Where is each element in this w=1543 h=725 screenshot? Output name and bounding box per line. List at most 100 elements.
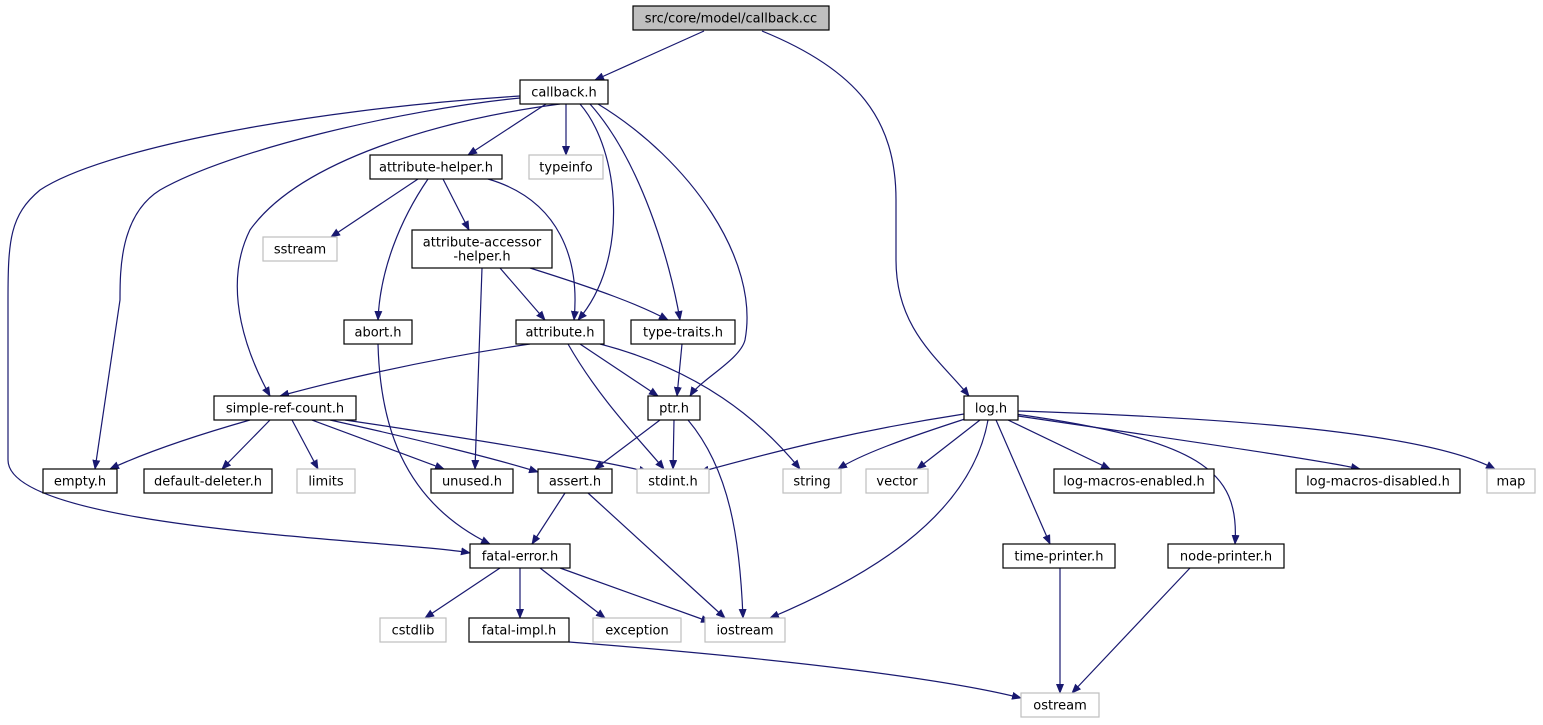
node-map: map bbox=[1486, 468, 1536, 494]
node-label: unused.h bbox=[442, 475, 502, 490]
node-label: log-macros-enabled.h bbox=[1063, 475, 1204, 490]
node-empty-h[interactable]: empty.h bbox=[42, 468, 118, 494]
node-fatal-error[interactable]: fatal-error.h bbox=[469, 543, 571, 569]
edge-attribute_h-to-simple_ref bbox=[279, 343, 531, 398]
edge-attribute_helper-to-attr_accessor bbox=[442, 178, 470, 231]
node-unused-h[interactable]: unused.h bbox=[430, 468, 514, 494]
edge-log_h-to-node_printer bbox=[1014, 413, 1240, 545]
node-box bbox=[782, 468, 842, 494]
edge-assert_h-to-fatal_error bbox=[531, 492, 566, 545]
node-box bbox=[647, 395, 701, 421]
node-simple-ref[interactable]: simple-ref-count.h bbox=[213, 395, 357, 421]
node-label: log.h bbox=[975, 402, 1007, 417]
edge-fatal_error-to-iostream bbox=[559, 567, 711, 623]
node-callback-cc[interactable]: src/core/model/callback.cc bbox=[632, 5, 830, 31]
node-box bbox=[528, 154, 604, 180]
edge-attribute_helper-to-abort_h bbox=[374, 178, 429, 321]
node-label: attribute-accessor bbox=[423, 236, 542, 251]
node-box bbox=[592, 617, 682, 643]
edge-simple_ref-to-limits bbox=[291, 419, 319, 470]
node-type-traits[interactable]: type-traits.h bbox=[630, 319, 736, 345]
node-cstdlib: cstdlib bbox=[379, 617, 447, 643]
node-attr-accessor[interactable]: attribute-accessor-helper.h bbox=[411, 229, 553, 269]
edge-attribute_helper-to-sstream bbox=[330, 178, 419, 238]
edge-callback_h-to-attribute_helper bbox=[467, 103, 547, 156]
edge-attribute_h-to-stdint_h bbox=[567, 343, 665, 470]
edge-attr_accessor-to-attribute_h bbox=[499, 267, 546, 321]
edge-simple_ref-to-assert_h bbox=[329, 419, 539, 474]
node-node-printer[interactable]: node-printer.h bbox=[1167, 543, 1285, 569]
node-box bbox=[379, 617, 447, 643]
node-label: time-printer.h bbox=[1014, 550, 1103, 565]
node-default-deleter[interactable]: default-deleter.h bbox=[143, 468, 273, 494]
node-label: type-traits.h bbox=[643, 326, 723, 341]
node-callback-h[interactable]: callback.h bbox=[519, 79, 609, 105]
node-time-printer[interactable]: time-printer.h bbox=[1002, 543, 1116, 569]
node-label: map bbox=[1497, 475, 1526, 490]
node-box bbox=[632, 5, 830, 31]
node-label: default-deleter.h bbox=[154, 475, 262, 490]
node-label: callback.h bbox=[531, 86, 597, 101]
edge-log_h-to-vector bbox=[916, 419, 981, 470]
edge-attr_accessor-to-type_traits bbox=[529, 267, 669, 321]
node-box bbox=[262, 236, 338, 262]
node-log-disabled[interactable]: log-macros-disabled.h bbox=[1295, 468, 1461, 494]
node-box bbox=[1020, 692, 1100, 718]
node-box bbox=[1486, 468, 1536, 494]
node-attribute-helper[interactable]: attribute-helper.h bbox=[369, 154, 503, 180]
edge-callback_cc-to-log_h bbox=[761, 30, 970, 397]
node-box bbox=[143, 468, 273, 494]
edge-log_h-to-stdint_h bbox=[699, 413, 965, 474]
node-log-enabled[interactable]: log-macros-enabled.h bbox=[1053, 468, 1215, 494]
node-label: -helper.h bbox=[453, 250, 510, 265]
node-log-h[interactable]: log.h bbox=[963, 395, 1019, 421]
edge-type_traits-to-ptr_h bbox=[673, 343, 683, 397]
edge-callback_h-to-attribute_h bbox=[577, 103, 615, 321]
edge-callback_h-to-simple_ref bbox=[236, 103, 561, 397]
node-label: abort.h bbox=[355, 326, 402, 341]
node-label: empty.h bbox=[54, 475, 106, 490]
edge-callback_h-to-type_traits bbox=[589, 103, 683, 321]
node-vector: vector bbox=[865, 468, 929, 494]
node-box bbox=[213, 395, 357, 421]
node-attribute-h[interactable]: attribute.h bbox=[515, 319, 605, 345]
edge-fatal_impl-to-ostream bbox=[568, 641, 1022, 700]
node-label: stdint.h bbox=[648, 475, 697, 490]
edge-attribute_h-to-ptr_h bbox=[579, 343, 659, 397]
node-ptr-h[interactable]: ptr.h bbox=[647, 395, 701, 421]
node-iostream: iostream bbox=[704, 617, 786, 643]
edge-log_h-to-log_disabled bbox=[1017, 415, 1361, 471]
edge-abort_h-to-fatal_error bbox=[377, 343, 491, 545]
node-exception: exception bbox=[592, 617, 682, 643]
edge-fatal_error-to-exception bbox=[539, 567, 606, 619]
node-box bbox=[1002, 543, 1116, 569]
node-abort-h[interactable]: abort.h bbox=[343, 319, 413, 345]
edge-assert_h-to-iostream bbox=[587, 492, 726, 619]
node-fatal-impl[interactable]: fatal-impl.h bbox=[468, 617, 570, 643]
node-label: sstream bbox=[274, 243, 326, 258]
edge-ptr_h-to-iostream bbox=[687, 419, 747, 619]
edge-simple_ref-to-stdint_h bbox=[344, 419, 649, 474]
edge-log_h-to-string bbox=[837, 417, 969, 470]
node-ostream: ostream bbox=[1020, 692, 1100, 718]
edge-attr_accessor-to-unused_h bbox=[471, 267, 483, 470]
node-box bbox=[865, 468, 929, 494]
node-assert-h[interactable]: assert.h bbox=[537, 468, 613, 494]
edge-log_h-to-time_printer bbox=[995, 419, 1051, 545]
node-label: log-macros-disabled.h bbox=[1306, 475, 1450, 490]
node-label: attribute-helper.h bbox=[379, 161, 493, 176]
edge-callback_h-to-ptr_h bbox=[597, 103, 748, 397]
edge-callback_cc-to-callback_h bbox=[594, 30, 705, 81]
node-box bbox=[963, 395, 1019, 421]
node-label: exception bbox=[605, 624, 669, 639]
node-box bbox=[519, 79, 609, 105]
edge-callback_h-to-fatal_error bbox=[7, 95, 521, 556]
node-box bbox=[343, 319, 413, 345]
node-label: fatal-impl.h bbox=[482, 624, 556, 639]
edges bbox=[7, 30, 1496, 700]
node-label: node-printer.h bbox=[1180, 550, 1272, 565]
node-box bbox=[296, 468, 356, 494]
edge-attribute_h-to-string bbox=[599, 343, 801, 470]
node-limits: limits bbox=[296, 468, 356, 494]
node-label: cstdlib bbox=[392, 624, 435, 639]
